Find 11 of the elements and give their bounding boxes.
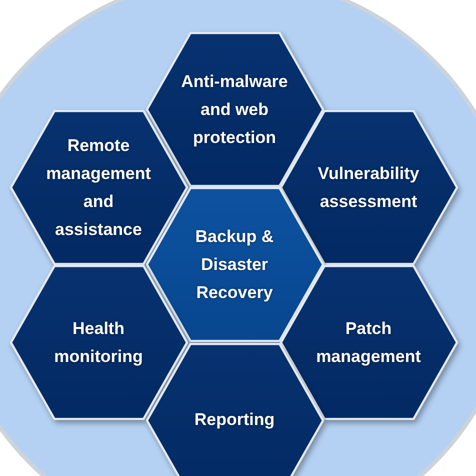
hexagon-tile <box>10 265 188 420</box>
hexagon-tile <box>280 265 458 420</box>
tile-text: Patch management <box>315 318 422 368</box>
tile-text: Vulnerability assessment <box>316 162 420 212</box>
hexagon-tile <box>280 110 458 265</box>
tile-text: Reporting <box>194 409 275 431</box>
tile-text: Health monitoring <box>53 318 144 368</box>
tile-text: Backup & Disaster Recovery <box>194 226 275 304</box>
tile-text: Anti-malware and web protection <box>180 70 289 148</box>
tile-text: Remote management and assistance <box>45 134 152 240</box>
hexagon-tile <box>10 110 188 265</box>
